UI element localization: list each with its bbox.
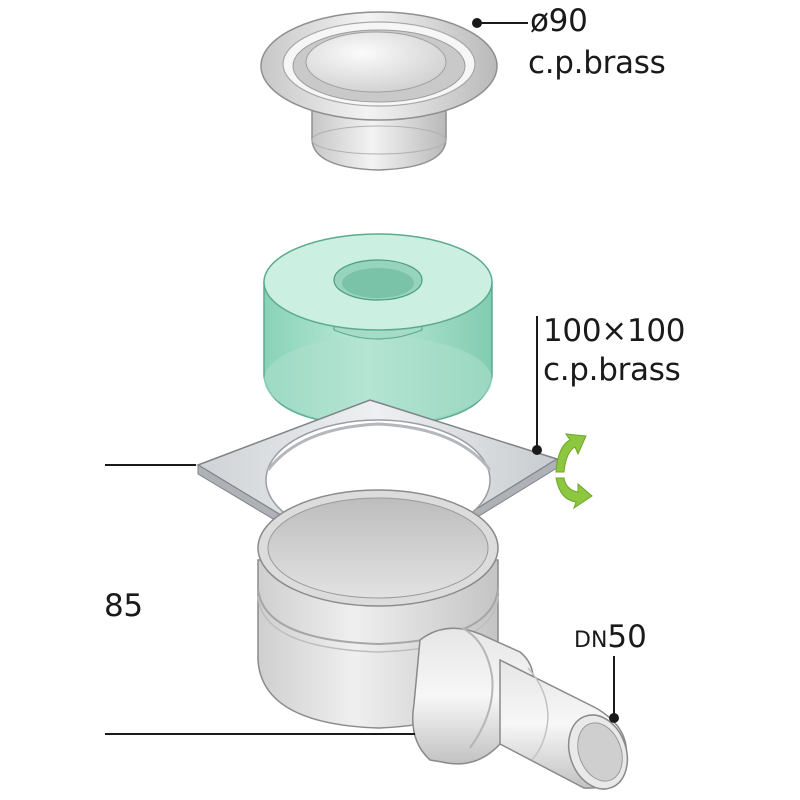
height-label: 85 — [104, 588, 143, 624]
frame-material-label: c.p.brass — [543, 352, 681, 388]
frame-size-label: 100×100 — [543, 313, 686, 349]
outlet-prefix: DN — [574, 628, 608, 653]
round-grate — [260, 11, 498, 171]
leader-dot-frame — [532, 445, 542, 455]
grate-material-label: c.p.brass — [528, 45, 666, 81]
leader-dot-grate — [472, 18, 482, 28]
grate-diameter-label: ø90 — [530, 3, 588, 39]
leader-dot-outlet — [609, 713, 619, 723]
outlet-number: 50 — [607, 619, 647, 655]
outlet-pipe — [412, 627, 629, 790]
rotate-arrows-icon — [555, 433, 593, 510]
outlet-size-label: DN50 — [574, 622, 647, 653]
odour-trap-insert — [263, 233, 493, 427]
